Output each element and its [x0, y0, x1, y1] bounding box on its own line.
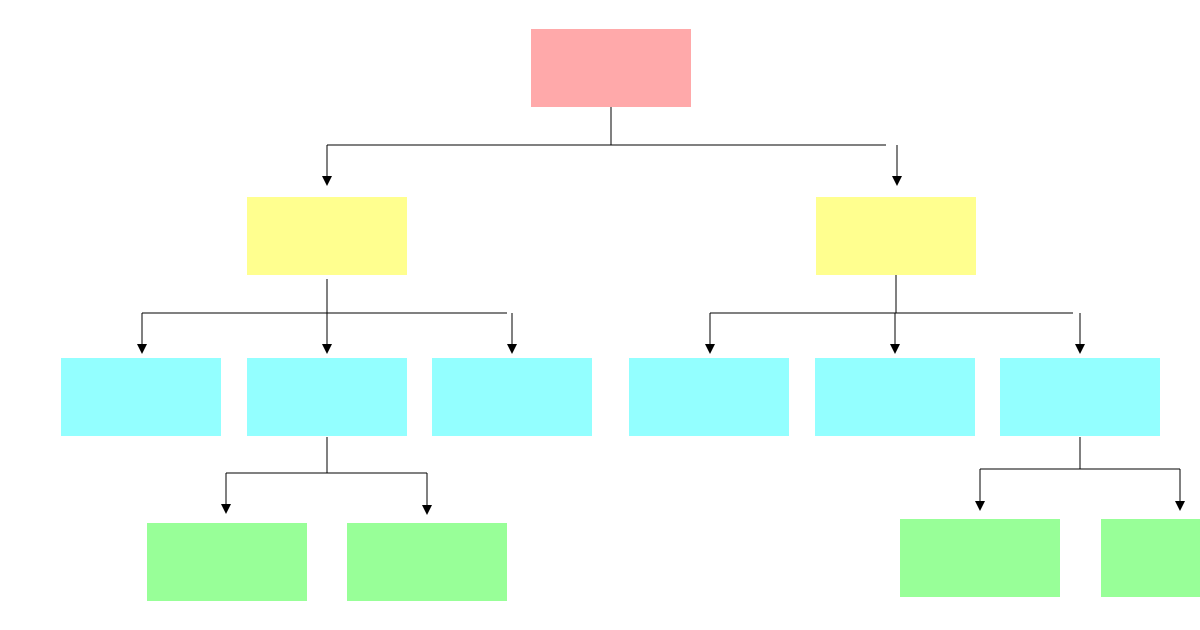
level-3-node-c[interactable] [900, 519, 1060, 597]
level-1-right-node[interactable] [816, 197, 976, 275]
level-2-node-c[interactable] [432, 358, 592, 436]
level-2-node-e[interactable] [815, 358, 975, 436]
level-3-node-d[interactable] [1101, 519, 1200, 597]
level-2-node-b[interactable] [247, 358, 407, 436]
level-2-node-a[interactable] [61, 358, 221, 436]
root-node[interactable] [531, 29, 691, 107]
level-2-node-d[interactable] [629, 358, 789, 436]
level-3-node-b[interactable] [347, 523, 507, 601]
level-3-node-a[interactable] [147, 523, 307, 601]
level-1-left-node[interactable] [247, 197, 407, 275]
level-2-node-f[interactable] [1000, 358, 1160, 436]
